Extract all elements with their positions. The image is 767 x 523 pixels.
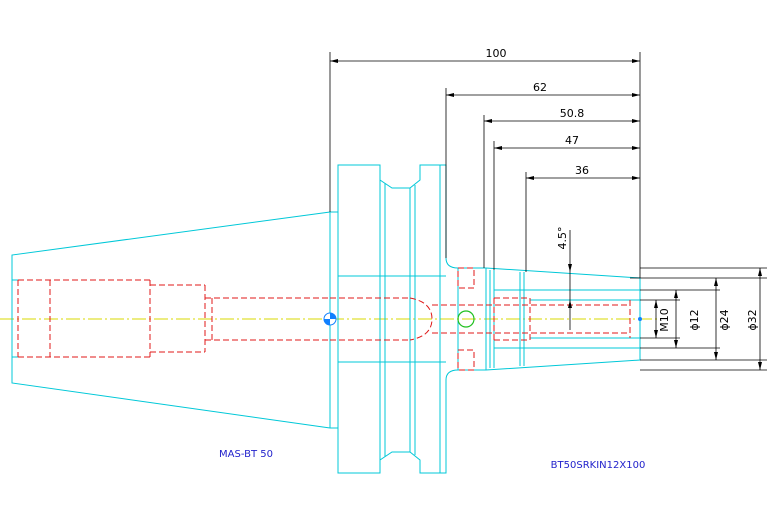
dim-diameter-32: ϕ32	[746, 309, 759, 330]
dim-diameter-12: ϕ12	[688, 309, 701, 330]
dim-length-36: 36	[575, 164, 589, 177]
flange-outline	[330, 164, 486, 474]
coolant-port-circle	[457, 310, 475, 328]
dim-taper-angle: 4.5°	[556, 227, 569, 250]
hidden-internal-bore	[17, 267, 631, 371]
dim-length-total: 100	[486, 47, 507, 60]
dimension-arrows	[330, 59, 762, 370]
holder-label: MAS-BT 50	[219, 449, 273, 460]
dim-thread-m10: M10	[658, 308, 671, 332]
end-point-marker	[638, 317, 642, 321]
part-number-label: BT50SRKIN12X100	[551, 460, 646, 471]
dim-length-62: 62	[533, 81, 547, 94]
dim-length-47: 47	[565, 134, 579, 147]
dim-diameter-24: ϕ24	[718, 309, 731, 330]
taper-shank-outline	[11, 211, 331, 429]
dimension-lines	[329, 52, 767, 371]
origin-marker	[323, 312, 337, 326]
dim-length-50-8: 50.8	[560, 107, 585, 120]
